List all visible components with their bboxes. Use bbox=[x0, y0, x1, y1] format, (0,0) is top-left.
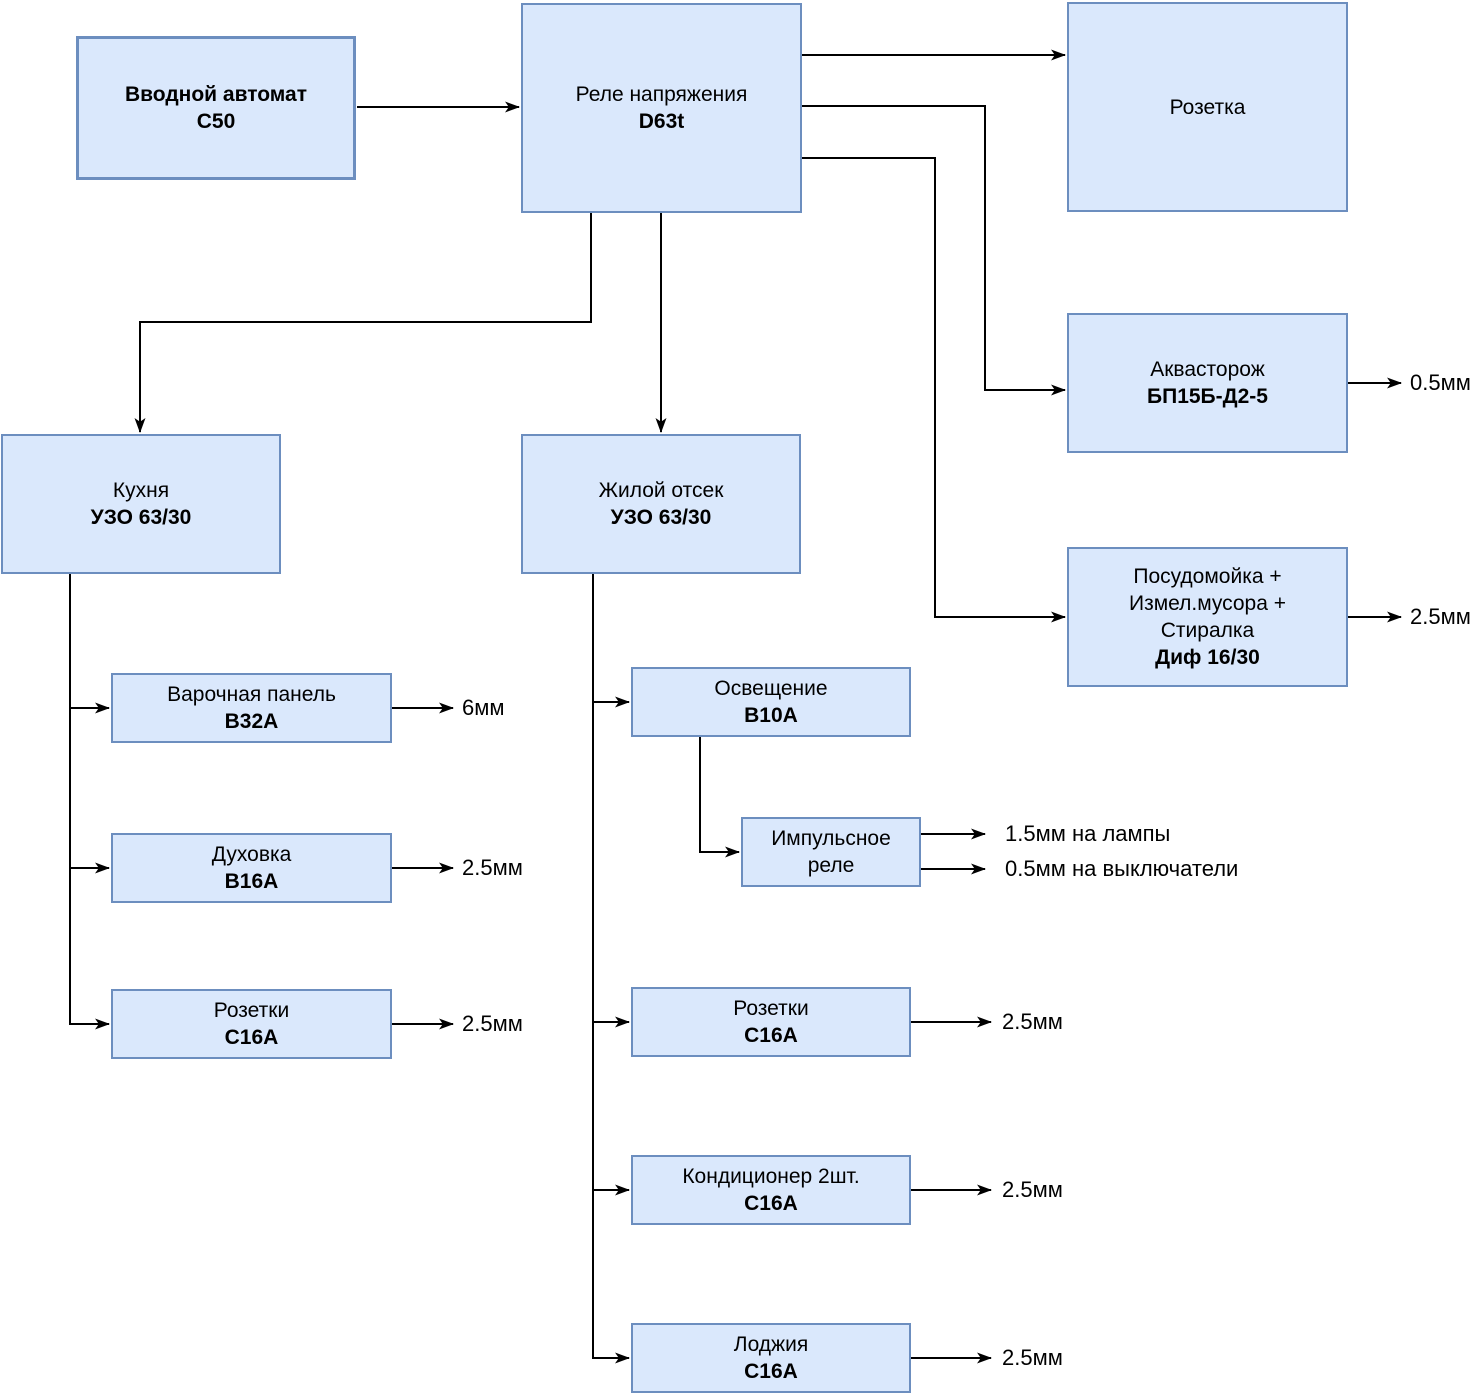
node-label: Варочная панель bbox=[167, 683, 336, 706]
node-living-rcd[interactable]: Жилой отсек УЗО 63/30 bbox=[521, 434, 801, 574]
node-main-breaker[interactable]: Вводной автомат C50 bbox=[76, 36, 356, 180]
node-rating: B10A bbox=[744, 704, 798, 727]
node-label: Духовка bbox=[211, 843, 292, 866]
connector-kitchen-trunk-to-sockets bbox=[69, 574, 110, 1030]
wire-label-dishwasher: 2.5мм bbox=[1410, 604, 1471, 629]
node-label: Вводной автомат bbox=[124, 83, 308, 106]
node-living-sockets[interactable]: Розетки C16A bbox=[631, 987, 911, 1057]
node-label: Импульсное bbox=[771, 827, 891, 850]
wire-label-living-sockets: 2.5мм bbox=[1002, 1009, 1063, 1034]
node-label: Кондиционер 2шт. bbox=[682, 1165, 860, 1188]
node-label: Кухня bbox=[112, 479, 170, 502]
node-rating: Диф 16/30 bbox=[1155, 646, 1260, 669]
node-rating: УЗО 63/30 bbox=[90, 506, 192, 529]
wire-label-impulse-switches: 0.5мм на выключатели bbox=[1005, 856, 1239, 881]
node-rating: БП15Б-Д2-5 bbox=[1147, 385, 1268, 408]
node-rating: D63t bbox=[638, 110, 685, 133]
node-label: Стиралка bbox=[1160, 619, 1255, 642]
node-label: Посудомойка + bbox=[1133, 565, 1282, 588]
node-lighting[interactable]: Освещение B10A bbox=[631, 667, 911, 737]
node-impulse-relay[interactable]: Импульсное реле bbox=[741, 817, 921, 887]
node-label: Аквасторож bbox=[1150, 358, 1265, 381]
node-label: Реле напряжения bbox=[575, 83, 748, 106]
wire-label-aquaguard: 0.5мм bbox=[1410, 370, 1471, 395]
node-rating: C16A bbox=[224, 1026, 279, 1049]
wire-label-aircon: 2.5мм bbox=[1002, 1177, 1063, 1202]
node-rating: C16A bbox=[744, 1360, 798, 1383]
node-label: Розетки bbox=[733, 997, 809, 1020]
wire-label-loggia: 2.5мм bbox=[1002, 1345, 1063, 1370]
connector-relay-to-kitchen bbox=[134, 213, 592, 433]
node-label: Жилой отсек bbox=[598, 479, 724, 502]
node-rating: B32A bbox=[224, 710, 279, 733]
node-aircon[interactable]: Кондиционер 2шт. C16A bbox=[631, 1155, 911, 1225]
node-label: Розетки bbox=[213, 999, 290, 1022]
node-rating: B16A bbox=[224, 870, 279, 893]
connector-living-trunk-to-loggia bbox=[592, 574, 630, 1364]
node-rating: C50 bbox=[196, 110, 236, 133]
node-label: Освещение bbox=[714, 677, 828, 700]
node-kitchen-rcd[interactable]: Кухня УЗО 63/30 bbox=[1, 434, 281, 574]
node-socket[interactable]: Розетка bbox=[1067, 2, 1348, 212]
node-loggia[interactable]: Лоджия C16A bbox=[631, 1323, 911, 1393]
node-dishwasher-group[interactable]: Посудомойка + Измел.мусора + Стиралка Ди… bbox=[1067, 547, 1348, 687]
node-hob[interactable]: Варочная панель B32A bbox=[111, 673, 392, 743]
node-oven[interactable]: Духовка B16A bbox=[111, 833, 392, 903]
wire-label-oven: 2.5мм bbox=[462, 855, 523, 880]
wire-label-hob: 6мм bbox=[462, 695, 505, 720]
connector-relay-to-dishwasher bbox=[802, 157, 1066, 623]
node-label: Розетка bbox=[1169, 95, 1246, 119]
wire-label-kitchen-sockets: 2.5мм bbox=[462, 1011, 523, 1036]
node-voltage-relay[interactable]: Реле напряжения D63t bbox=[521, 3, 802, 213]
node-rating: C16A bbox=[744, 1024, 798, 1047]
node-kitchen-sockets[interactable]: Розетки C16A bbox=[111, 989, 392, 1059]
connector-relay-to-aquaguard bbox=[802, 105, 1066, 396]
wire-label-impulse-lamps: 1.5мм на лампы bbox=[1005, 821, 1171, 846]
node-rating: C16A bbox=[744, 1192, 798, 1215]
node-aquaguard[interactable]: Аквасторож БП15Б-Д2-5 bbox=[1067, 313, 1348, 453]
node-label: реле bbox=[807, 854, 855, 877]
node-label: Лоджия bbox=[733, 1333, 809, 1356]
node-rating: УЗО 63/30 bbox=[610, 506, 712, 529]
connector-lighting-to-impulse bbox=[699, 737, 740, 858]
node-label: Измел.мусора + bbox=[1128, 592, 1287, 615]
